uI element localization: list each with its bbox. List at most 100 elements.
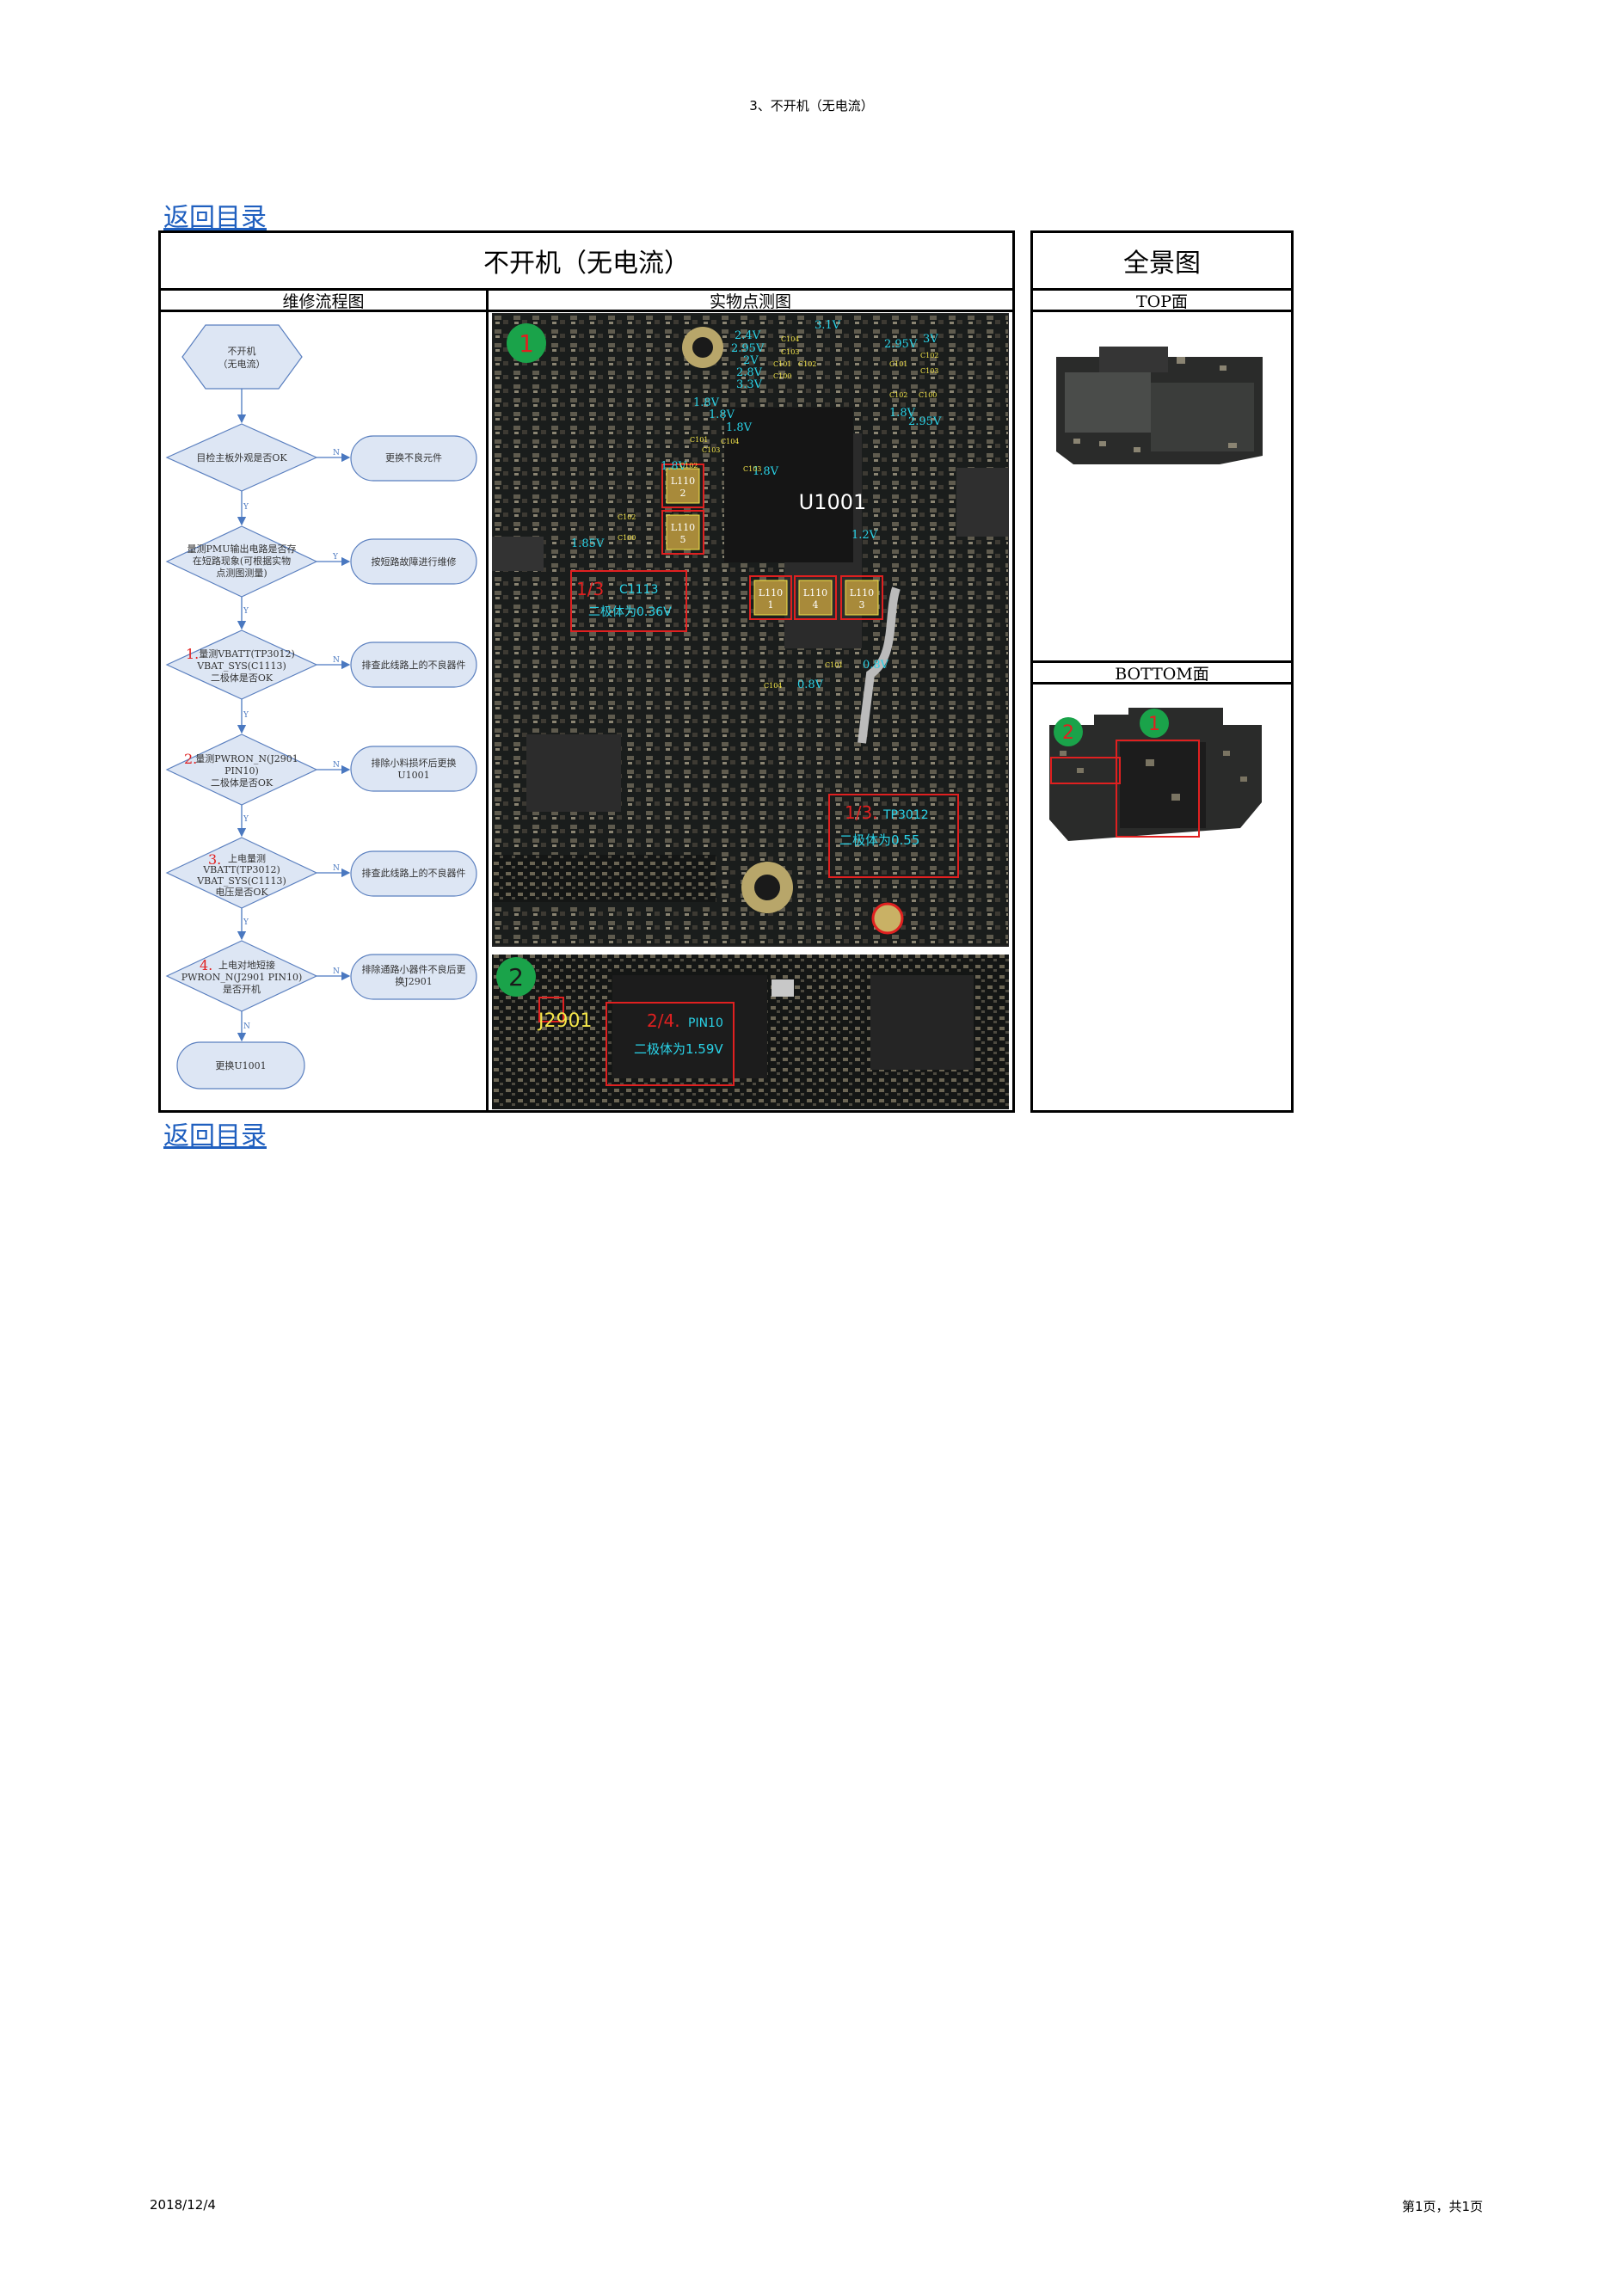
flow-no-label: N: [333, 864, 340, 873]
inductor-l1105-label: L110: [671, 522, 695, 533]
inductor-l1101-label: L110: [759, 587, 783, 599]
overview-table-title: 全景图: [1030, 230, 1294, 291]
flow-action-6-text: 排除通路小器件不良后更: [362, 963, 466, 975]
voltage-label: 1.8V: [693, 396, 720, 409]
voltage-label: 2.95V: [884, 338, 918, 351]
capacitor-label: C102: [618, 513, 636, 521]
pin10-step-label: 2/4.: [647, 1010, 680, 1031]
bottom-side-header: BOTTOM面: [1030, 660, 1294, 685]
flow-decision-6-text: 上电对地短接: [218, 959, 275, 971]
capacitor-label: C101: [773, 360, 791, 368]
voltage-label: 3.1V: [815, 319, 841, 332]
c1113-step-label: 1/3: [576, 579, 604, 599]
flow-decision-3-text: 二极体是否OK: [211, 672, 274, 684]
capacitor-label: C103: [702, 446, 720, 454]
inductor-l1102-label: 2: [680, 488, 686, 499]
capacitor-label: C101: [825, 661, 843, 669]
flow-no-label: N: [333, 761, 340, 770]
capacitor-label: C104: [781, 335, 799, 343]
capacitor-label: C100: [773, 372, 791, 380]
c1113-name-label: C1113: [619, 583, 658, 597]
capacitor-label: C103: [920, 367, 938, 375]
step-number: 4.: [200, 957, 212, 973]
capacitor-label: C101: [690, 436, 708, 444]
tp3012-step-label: 1/3.: [845, 802, 878, 823]
flow-decision-1-text: 目检主板外观是否OK: [196, 451, 287, 463]
flow-yes-label: Y: [332, 553, 339, 562]
inductor-l1104-label: L110: [803, 587, 827, 599]
flow-action-2-text: 按短路故障进行维修: [372, 556, 457, 568]
top-side-header: TOP面: [1030, 288, 1294, 312]
step-number: 2.: [184, 751, 197, 767]
overview-marker-1: 1: [1148, 714, 1160, 735]
step-number: 3.: [208, 851, 221, 868]
capacitor-label: C100: [919, 391, 937, 399]
flow-decision-2-text: 量测PMU输出电路是否存: [188, 543, 297, 555]
pin10-value-label: 二极体为1.59V: [634, 1041, 723, 1057]
flow-no-label: N: [333, 656, 340, 665]
main-table-title: 不开机（无电流）: [158, 230, 1015, 291]
flow-action-3-text: 排查此线路上的不良器件: [362, 659, 466, 671]
inductor-l1103-label: 3: [859, 599, 865, 611]
inductor-l1105-label: 5: [680, 534, 686, 545]
flow-decision-5-text: 电压是否OK: [215, 887, 268, 898]
voltage-label: 0.8V: [797, 678, 824, 691]
capacitor-label: C102: [679, 462, 698, 470]
flow-decision-2-text: 点测图测量): [216, 568, 267, 579]
flow-yes-label: Y: [243, 711, 249, 720]
tp3012-name-label: TP3012: [882, 808, 929, 822]
voltage-label: 2.95V: [908, 415, 942, 428]
footer-date: 2018/12/4: [150, 2197, 216, 2213]
flow-yes-label: Y: [243, 503, 249, 512]
inductor-l1103-label: L110: [850, 587, 874, 599]
capacitor-label: C101: [889, 360, 907, 368]
flow-decision-3-text: 量测VBATT(TP3012): [199, 648, 295, 660]
voltage-label: 1.2V: [851, 529, 878, 542]
voltage-label: 2.4V: [735, 329, 761, 342]
step-number: 1.: [186, 646, 199, 662]
capacitor-label: C102: [920, 352, 938, 359]
marker-1-badge: 1: [519, 329, 534, 358]
flowchart-column-header: 维修流程图: [158, 288, 489, 312]
voltage-label: 3V: [923, 333, 938, 346]
voltage-label: 2.95V: [731, 342, 765, 355]
voltage-label: 2V: [743, 354, 759, 367]
footer-page-number: 第1页，共1页: [1402, 2197, 1483, 2215]
capacitor-label: C103: [743, 465, 761, 473]
flow-no-label: N: [333, 967, 340, 976]
flow-decision-4-text: 二极体是否OK: [211, 777, 274, 789]
capacitor-label: C103: [781, 348, 799, 356]
chip-u1001-label: U1001: [799, 490, 867, 514]
inductor-l1101-label: 1: [768, 599, 774, 611]
capacitor-label: C102: [798, 360, 816, 368]
voltage-label: 3.3V: [736, 378, 763, 391]
back-to-index-link-bottom[interactable]: 返回目录: [163, 1114, 267, 1152]
flow-action-6-text: 换J2901: [395, 975, 432, 987]
back-to-index-link-top[interactable]: 返回目录: [163, 196, 267, 234]
flow-no-label: N: [333, 449, 340, 457]
flow-decision-4-text: 量测PWRON_N(J2901: [195, 753, 298, 764]
flow-yes-label: Y: [243, 918, 249, 927]
voltage-label: 1.8V: [726, 421, 753, 434]
flow-decision-5-text: VBAT_SYS(C1113): [196, 875, 286, 887]
flow-start-shape: [182, 325, 302, 389]
photo-column-header: 实物点测图: [486, 288, 1015, 312]
top-side-board-image: [1048, 340, 1273, 469]
bottom-side-board-image: 2 1: [1042, 699, 1279, 850]
flow-decision-5-text: 上电量测: [228, 853, 266, 864]
flow-action-5-text: 排查此线路上的不良器件: [362, 867, 466, 879]
c1113-value-label: 二极体为0.36V: [588, 605, 672, 619]
flow-start-text: （无电流）: [218, 358, 266, 370]
repair-flowchart: Y Y Y Y Y N N Y N N N N 不开机 （无电流） 目检主板外观…: [158, 310, 489, 1113]
flow-end-text: 更换U1001: [215, 1059, 266, 1071]
flow-decision-2-text: 在短路现象(可根据实物: [193, 555, 291, 567]
flow-decision-4-text: PIN10): [224, 765, 259, 777]
marker-2-badge: 2: [508, 963, 524, 991]
pin10-name-label: PIN10: [688, 1016, 723, 1030]
flow-action-4-text: 排除小料损坏后更换: [372, 757, 457, 769]
flow-yes-label: Y: [243, 607, 249, 616]
flow-action-1-text: 更换不良元件: [385, 451, 442, 463]
inductor-l1104-label: 4: [813, 599, 819, 611]
flow-action-4-text: U1001: [397, 770, 429, 781]
voltage-label: 1.85V: [571, 537, 605, 550]
